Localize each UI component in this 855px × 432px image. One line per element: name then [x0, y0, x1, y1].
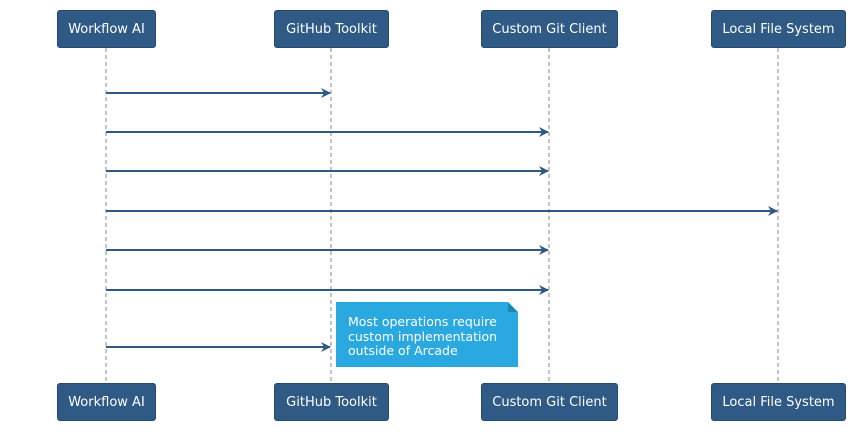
note-line-1: Most operations require — [348, 314, 497, 329]
participant-local-file-system-bottom: Local File System — [711, 383, 846, 421]
participant-workflow-ai-top: Workflow AI — [57, 10, 156, 48]
participant-label: Local File System — [722, 394, 835, 410]
participant-local-file-system-top: Local File System — [711, 10, 846, 48]
participant-workflow-ai-bottom: Workflow AI — [57, 383, 156, 421]
participant-label: GitHub Toolkit — [286, 21, 377, 37]
note-line-2: custom implementation — [348, 328, 498, 344]
participant-github-toolkit-bottom: GitHub Toolkit — [274, 383, 389, 421]
note-box: Most operations require custom implement… — [336, 302, 518, 367]
participant-label: Workflow AI — [68, 394, 145, 410]
participant-github-toolkit-top: GitHub Toolkit — [274, 10, 389, 48]
participant-label: GitHub Toolkit — [286, 394, 377, 410]
participant-label: Custom Git Client — [492, 394, 607, 410]
note-line-3: outside of Arcade — [348, 343, 458, 358]
participant-label: Local File System — [722, 21, 835, 37]
participant-custom-git-client-top: Custom Git Client — [481, 10, 618, 48]
participant-label: Custom Git Client — [492, 21, 607, 37]
note-fold-corner — [508, 302, 518, 312]
participant-label: Workflow AI — [68, 21, 145, 37]
participant-custom-git-client-bottom: Custom Git Client — [481, 383, 618, 421]
